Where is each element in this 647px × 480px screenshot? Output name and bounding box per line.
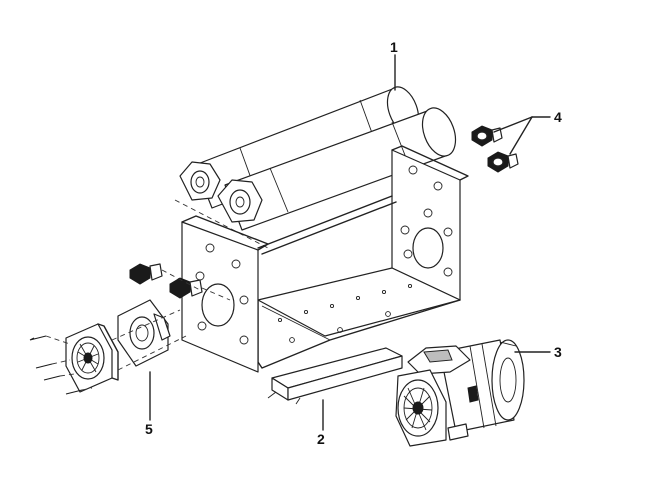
- leader-lines: [149, 54, 551, 431]
- callout-5: 5: [145, 421, 153, 437]
- callout-3: 3: [554, 344, 562, 360]
- callout-2: 2: [317, 431, 325, 447]
- frame-fittings: [129, 263, 231, 301]
- part-4-fittings: [471, 125, 519, 173]
- frame-chassis: [181, 145, 469, 373]
- part-3-pump-motor: [395, 339, 525, 447]
- part-5-fan-assembly: [29, 299, 187, 395]
- callout-labels: 1 2 3 4 5: [145, 39, 562, 447]
- callout-4: 4: [554, 109, 562, 125]
- part-2-cover-bar: [267, 347, 403, 405]
- callout-1: 1: [390, 39, 398, 55]
- part-1-filter-cylinders: [174, 86, 457, 249]
